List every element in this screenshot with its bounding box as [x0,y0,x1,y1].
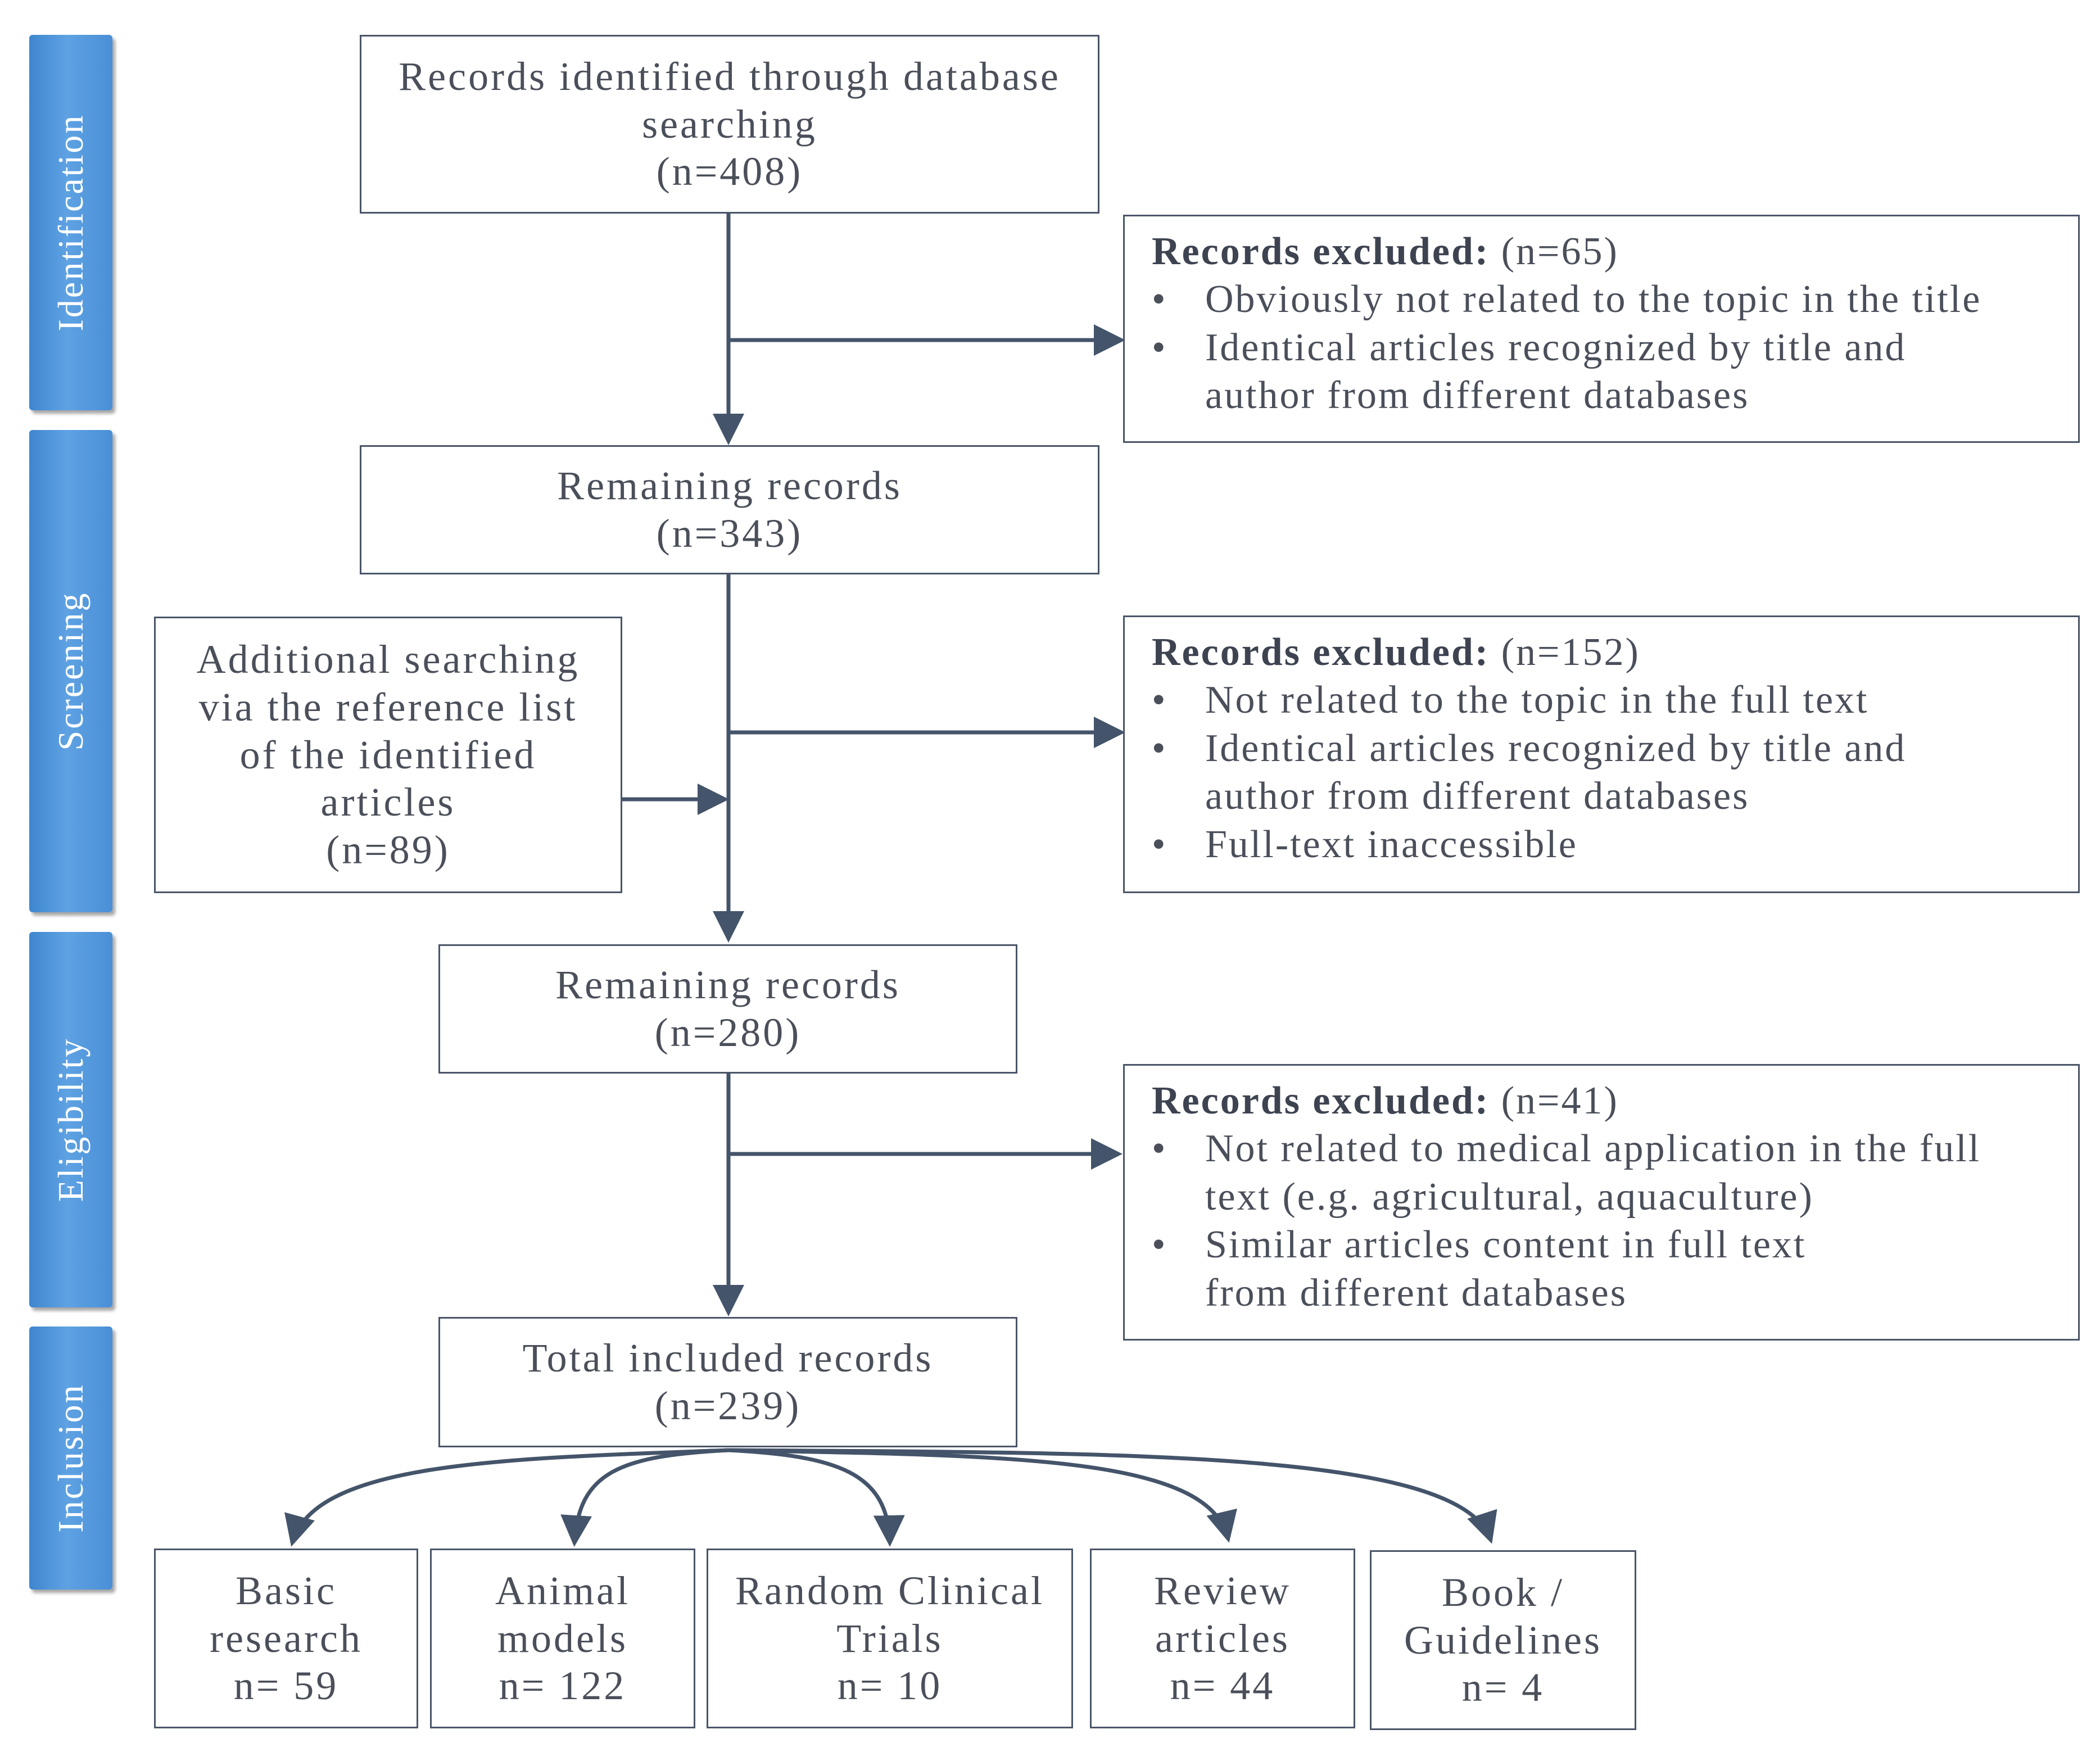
box-count: n= 4 [1461,1665,1545,1710]
arrow-to-animal-models [560,1448,729,1547]
category-box-review-articles: Review articles n= 44 [1090,1549,1355,1728]
category-box-basic-research: Basic research n= 59 [154,1549,418,1728]
excluded-records-box-2: Records excluded: (n=152) Not related to… [1123,615,2080,893]
box-text: searching [642,101,817,147]
box-text: via the reference list [198,684,578,730]
excluded-list: Obviously not related to the topic in th… [1152,275,2056,419]
box-text: articles [320,780,456,825]
remaining-records-box-2: Remaining records (n=280) [438,944,1017,1074]
box-text: Remaining records [555,962,900,1008]
excluded-list: Not related to medical application in th… [1152,1125,2056,1317]
category-box-clinical-trials: Random Clinical Trials n= 10 [707,1549,1073,1728]
box-text: articles [1155,1615,1290,1661]
excluded-count: (n=41) [1490,1079,1619,1122]
box-text: research [210,1615,363,1661]
box-count: (n=343) [656,511,803,556]
box-text: Review [1154,1568,1291,1613]
box-text: Book / [1441,1569,1565,1615]
box-text: Additional searching [196,636,580,682]
excluded-count: (n=152) [1490,631,1640,674]
excluded-item: Full-text inaccessible [1152,821,2056,869]
arrow-to-basic-research [284,1448,729,1547]
excluded-count: (n=65) [1490,230,1619,273]
box-text: Records identified through database [399,53,1061,99]
excluded-records-box-3: Records excluded: (n=41) Not related to … [1123,1064,2080,1341]
stage-label-screening: Screening [29,430,112,912]
stage-label-inclusion: Inclusion [29,1327,112,1590]
arrow-to-review-articles [728,1448,1237,1543]
box-text: Trials [836,1615,943,1661]
excluded-head: Records excluded: (n=41) [1152,1077,2056,1125]
category-box-book-guidelines: Book / Guidelines n= 4 [1370,1550,1636,1730]
remaining-records-box-1: Remaining records (n=343) [360,445,1099,574]
excluded-records-box-1: Records excluded: (n=65) Obviously not r… [1123,215,2080,443]
excluded-item: Obviously not related to the topic in th… [1152,275,2056,324]
total-included-box: Total included records (n=239) [438,1317,1017,1447]
arrow-to-clinical-trials [728,1448,905,1547]
box-count: (n=89) [326,827,450,873]
excluded-item: Identical articles recognized by title a… [1152,324,2056,420]
box-text: Animal [495,1568,630,1613]
additional-searching-box: Additional searching via the reference l… [154,617,622,893]
excluded-item: Identical articles recognized by title a… [1152,725,2056,821]
box-text: models [497,1615,628,1661]
excluded-head: Records excluded: (n=65) [1152,228,2056,275]
box-count: n= 44 [1170,1663,1275,1709]
identified-records-box: Records identified through database sear… [360,35,1099,214]
box-count: (n=239) [654,1383,802,1428]
box-text: Remaining records [557,463,902,509]
box-count: (n=280) [654,1010,802,1055]
excluded-head: Records excluded: (n=152) [1152,628,2056,676]
box-count: n= 10 [837,1663,943,1709]
box-text: Basic [236,1568,337,1613]
excluded-title: Records excluded: [1152,1079,1490,1122]
excluded-list: Not related to the topic in the full tex… [1152,676,2056,868]
box-text: of the identified [239,732,537,777]
category-box-animal-models: Animal models n= 122 [430,1549,695,1728]
box-text: Random Clinical [735,1568,1044,1613]
box-text: Guidelines [1404,1617,1602,1663]
excluded-item: Not related to the topic in the full tex… [1152,676,2056,725]
excluded-item: Not related to medical application in th… [1152,1125,2056,1221]
arrow-to-book-guidelines [728,1448,1497,1544]
box-count: n= 59 [233,1663,339,1709]
excluded-title: Records excluded: [1152,631,1490,674]
box-count: (n=408) [656,149,803,194]
box-count: n= 122 [499,1663,627,1709]
excluded-title: Records excluded: [1152,230,1490,273]
stage-label-eligibility: Eligibility [29,932,112,1307]
stage-label-identification: Identification [29,35,112,410]
excluded-item: Similar articles content in full text fr… [1152,1221,2056,1317]
box-text: Total included records [522,1335,934,1381]
